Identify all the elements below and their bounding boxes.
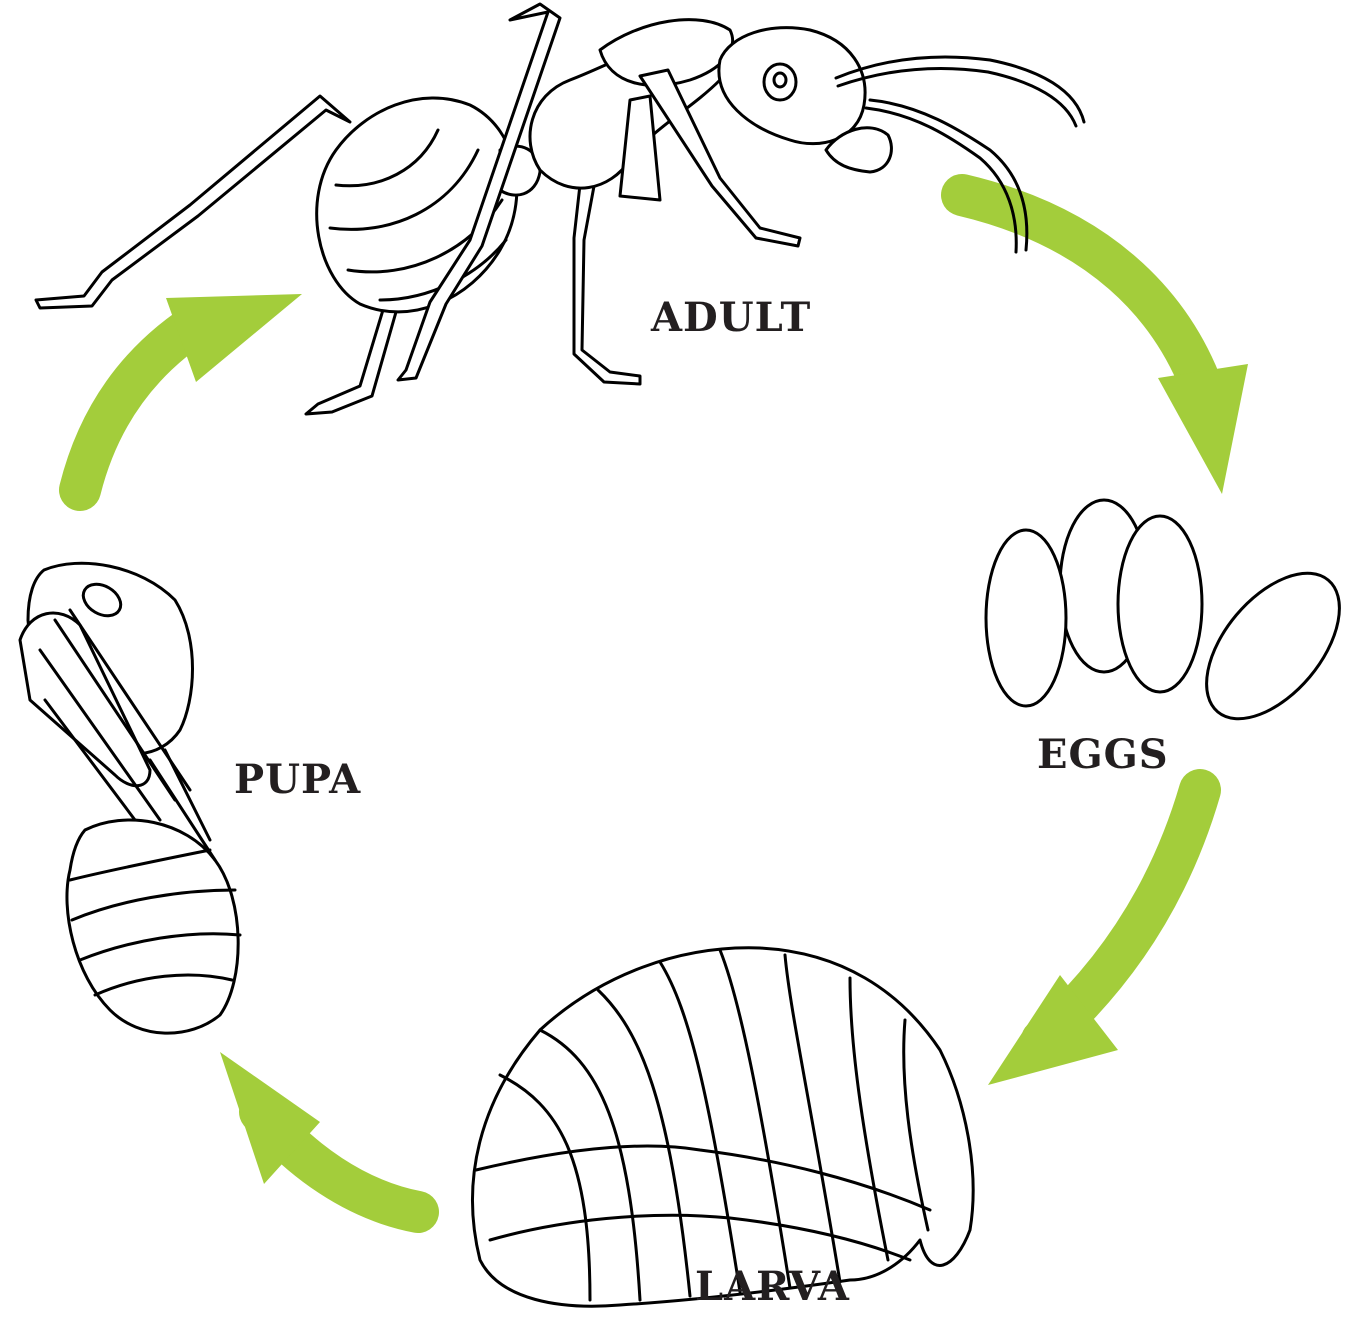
stage-label-larva: LARVA: [695, 1267, 850, 1307]
arrow-larva-to-pupa: [220, 1052, 418, 1212]
stage-label-eggs: EGGS: [1037, 735, 1169, 775]
pupa-illustration: [20, 563, 240, 1033]
stage-label-adult: ADULT: [651, 298, 811, 338]
larva-illustration: [473, 948, 974, 1306]
eggs-illustration: [986, 500, 1352, 743]
arrow-eggs-to-larva: [988, 790, 1200, 1085]
arrow-adult-to-eggs: [962, 195, 1248, 494]
arrow-pupa-to-adult: [80, 294, 302, 490]
stage-label-pupa: PUPA: [234, 760, 361, 800]
